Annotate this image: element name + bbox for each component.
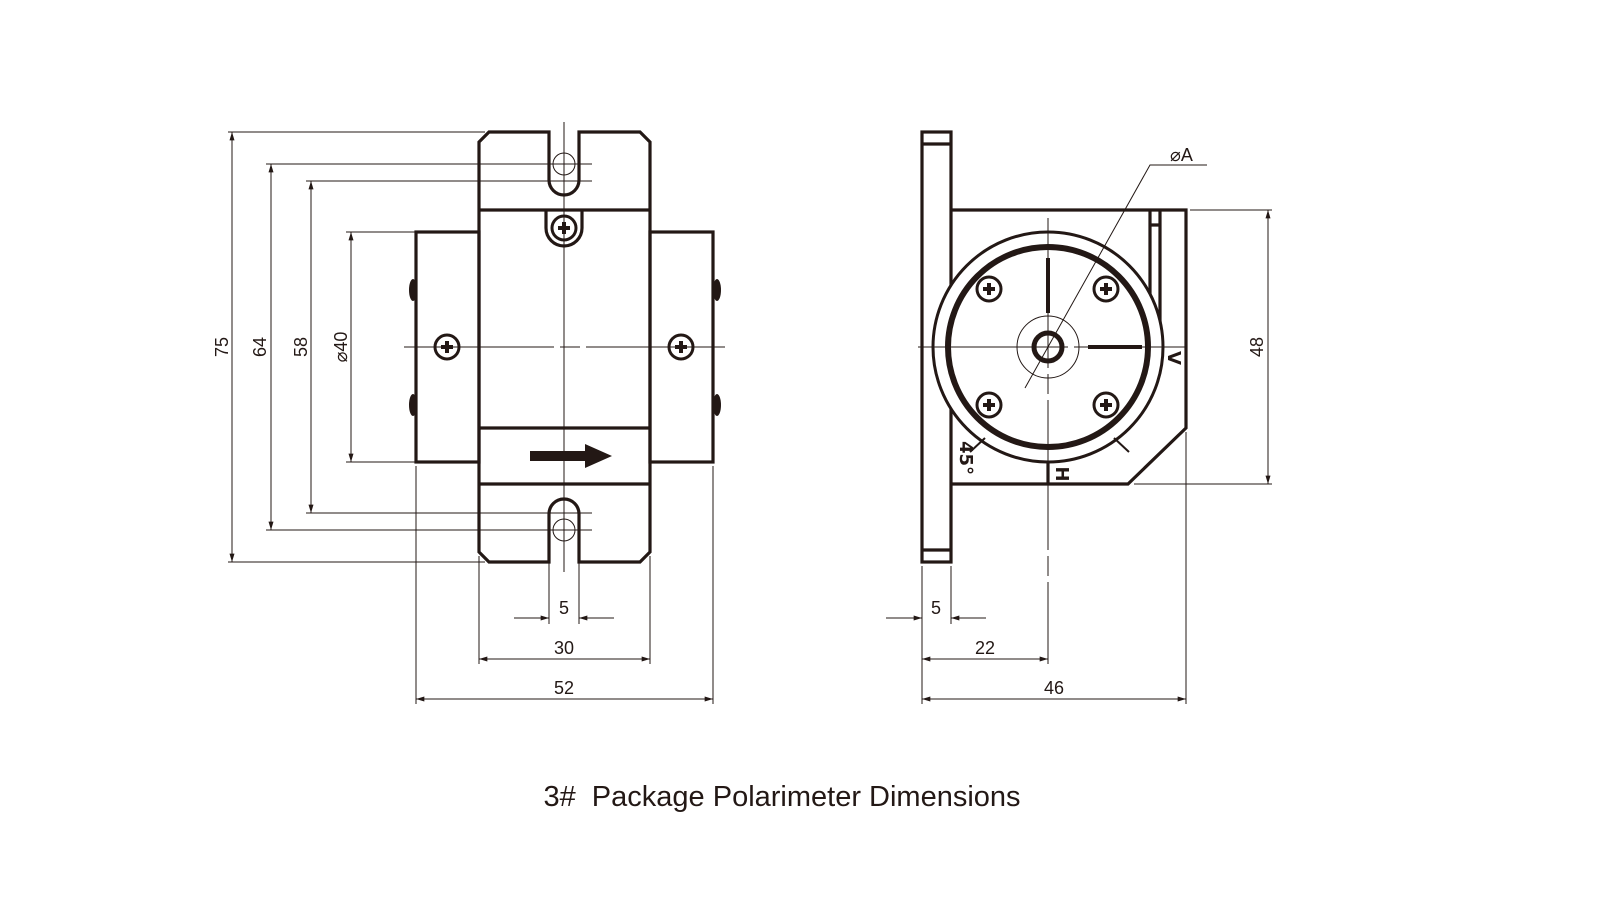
knob-icon	[409, 394, 417, 416]
screw-icon	[1092, 275, 1120, 303]
knob-icon	[409, 279, 417, 301]
dim-side-overall-width: 46	[1044, 678, 1064, 698]
dim-aperture: ⌀A	[1170, 145, 1193, 165]
knob-icon	[713, 394, 721, 416]
dim-slot-pitch-outer: 64	[250, 337, 270, 357]
dim-flange-thickness: 5	[931, 598, 941, 618]
dim-overall-height: 75	[212, 337, 232, 357]
dim-overall-width: 52	[554, 678, 574, 698]
housing	[951, 208, 1188, 486]
screw-icon	[1092, 391, 1120, 419]
horizontal-mark: H	[1051, 466, 1072, 481]
mounting-plate	[477, 130, 652, 564]
screw-icon	[975, 391, 1003, 419]
side-view: V H 45° ⌀A 48 5 22 46	[886, 130, 1272, 704]
dim-body-height: 48	[1247, 337, 1267, 357]
angle-mark: 45°	[955, 441, 976, 475]
vertical-mark: V	[1163, 351, 1184, 365]
knob-icon	[713, 279, 721, 301]
dim-plate-width: 30	[554, 638, 574, 658]
drawing-title: 3# Package Polarimeter Dimensions	[543, 781, 1020, 813]
dim-slot-width: 5	[559, 598, 569, 618]
dim-body-diameter: ⌀40	[331, 332, 351, 363]
dim-slot-pitch-inner: 58	[291, 337, 311, 357]
front-view: 75 64 58 ⌀40 5 30 52	[212, 122, 725, 704]
screw-icon	[975, 275, 1003, 303]
direction-arrow-icon	[530, 444, 612, 468]
dim-axis-offset: 22	[975, 638, 995, 658]
